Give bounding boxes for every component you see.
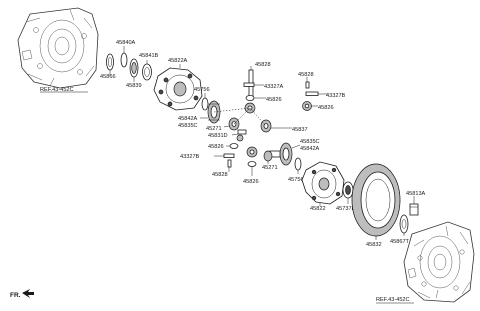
pinion-shaft-45828-right: [305, 81, 310, 89]
transaxle-case-right: [403, 221, 475, 303]
pinion-shaft-45828-bottom: [227, 159, 232, 168]
ref-label-bottom-right: REF.43-452C: [376, 297, 410, 303]
label-45841b: 45841B: [139, 53, 159, 59]
label-43327a: 43327A: [264, 84, 284, 90]
label-45271-right: 45271: [262, 165, 278, 171]
front-arrow-icon: [22, 289, 34, 298]
front-marker-label: FR.: [10, 292, 21, 299]
thrust-washer-45756-top: [201, 97, 209, 111]
oil-seal-45866: [106, 53, 114, 71]
label-45828-top: 45828: [255, 62, 271, 68]
pinion-washer-45826-left: [229, 143, 239, 149]
lock-pin-43327b-right: [305, 91, 319, 96]
label-45826-bottom: 45826: [243, 179, 259, 185]
label-45832: 45832: [366, 242, 382, 248]
label-45756-top: 45756: [194, 87, 210, 93]
lock-pin-43327b-left: [223, 153, 235, 158]
plug-45813a: [409, 203, 419, 216]
label-45828-right: 45828: [298, 72, 314, 78]
transaxle-case-left: [17, 7, 99, 89]
differential-case-45822: [301, 161, 345, 205]
thrust-washer-45756-bottom: [294, 157, 302, 171]
label-43327b-left: 43327B: [180, 154, 200, 160]
label-45822: 45822: [310, 206, 326, 212]
label-45867t: 45867T: [390, 239, 410, 245]
label-45835c-left: 45835C: [178, 123, 198, 129]
label-45866: 45866: [100, 74, 116, 80]
pinion-gear-45271-right: [263, 150, 273, 162]
pinion-washer-45826-right: [302, 101, 312, 111]
label-45737b: 45737B: [336, 206, 356, 212]
label-45831d: 45831D: [208, 133, 228, 139]
label-45835c-right: 45835C: [300, 139, 320, 145]
pinion-gear-bottom: [246, 146, 258, 158]
ref-label-top-left: REF.43-452C: [40, 87, 74, 93]
lock-pin-43327a: [243, 82, 255, 87]
bearing-45737b: [342, 181, 354, 199]
shim-45867t: [399, 214, 409, 234]
label-45842a-left: 45842A: [178, 116, 198, 122]
label-45826-left: 45826: [208, 144, 224, 150]
pinion-washer-45826-bottom: [247, 161, 257, 167]
differential-case-45822a: [153, 67, 203, 111]
side-gear-45842a-right: [269, 142, 293, 166]
label-45840a: 45840A: [116, 40, 136, 46]
ring-gear-45832: [351, 163, 401, 237]
label-45756-bottom: 45756: [288, 177, 304, 183]
label-45822a: 45822A: [168, 58, 188, 64]
label-45842a-right: 45842A: [300, 146, 320, 152]
bearing-45839: [129, 58, 139, 78]
label-45271-left: 45271: [206, 126, 222, 132]
label-43327b-right: 43327B: [326, 93, 346, 99]
label-45839: 45839: [126, 83, 142, 89]
label-45828-bottom: 45828: [212, 172, 228, 178]
label-45826-topmid: 45826: [266, 97, 282, 103]
shim-45840a: [120, 52, 128, 68]
pinion-washer-45826-topmid: [245, 95, 255, 102]
bearing-race-45841b: [142, 63, 152, 81]
label-45813a: 45813A: [406, 191, 426, 197]
label-45826-right: 45826: [318, 105, 334, 111]
label-45837: 45837: [292, 127, 308, 133]
spacer-45831d: [236, 129, 247, 142]
